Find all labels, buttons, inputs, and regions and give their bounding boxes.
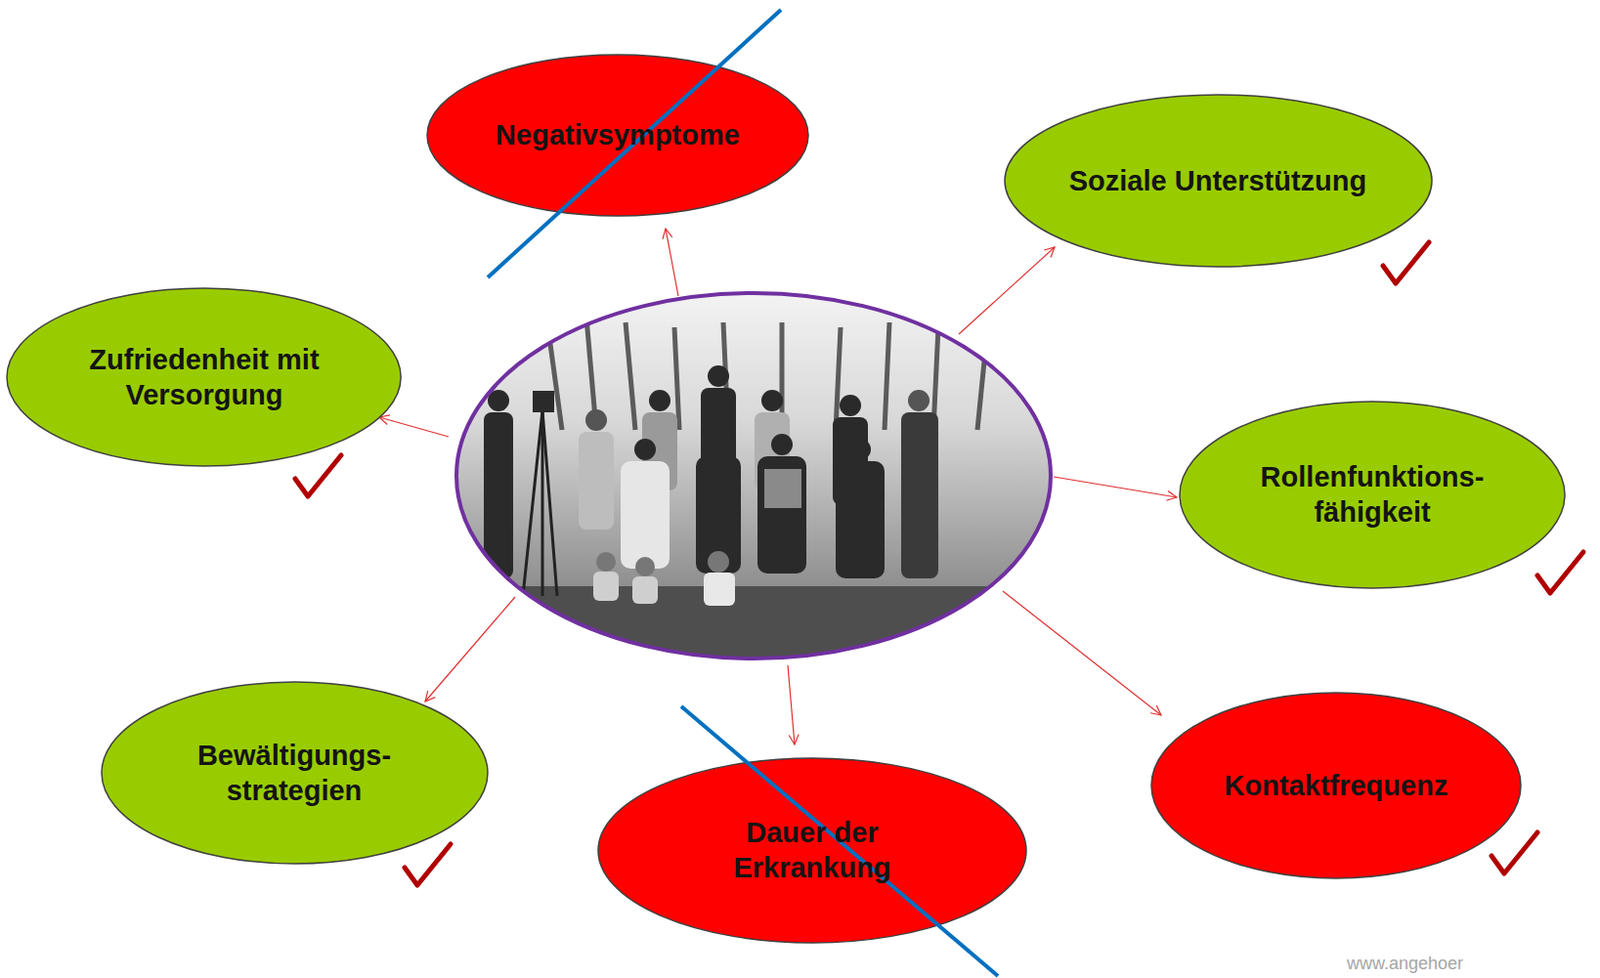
resource-ellipse: Rollenfunktions- fähigkeit: [1178, 400, 1566, 590]
node-label: Zufriedenheit mit Versorgung: [57, 342, 351, 414]
ellipse-outline: [100, 681, 489, 865]
resource-ellipse: Bewältigungs- strategien: [100, 681, 489, 865]
risk-ellipse: Negativsymptome: [426, 53, 810, 217]
node-label: Rollenfunktions- fähigkeit: [1238, 459, 1508, 531]
resource-ellipse: Zufriedenheit mit Versorgung: [5, 287, 402, 468]
ellipse-outline: [1178, 400, 1566, 590]
photo-frame: [456, 293, 1051, 659]
node-label: Bewältigungs- strategien: [174, 737, 415, 810]
node-label: Kontaktfrequenz: [1224, 768, 1449, 804]
pointer-arrows: [379, 228, 1177, 745]
ellipse-outline: [597, 757, 1028, 945]
resource-ellipse: Soziale Unterstützung: [1003, 93, 1433, 268]
node-label: Dauer der Erkrankung: [714, 815, 910, 887]
node-label: Negativsymptome: [495, 117, 740, 153]
group-photo: [449, 288, 1061, 675]
risk-ellipse: Dauer der Erkrankung: [597, 757, 1028, 945]
ellipse-outline: [5, 287, 402, 468]
risk-ellipse: Kontaktfrequenz: [1150, 691, 1522, 880]
watermark: www.angehoer: [1346, 953, 1464, 975]
node-label: Soziale Unterstützung: [1069, 163, 1368, 199]
